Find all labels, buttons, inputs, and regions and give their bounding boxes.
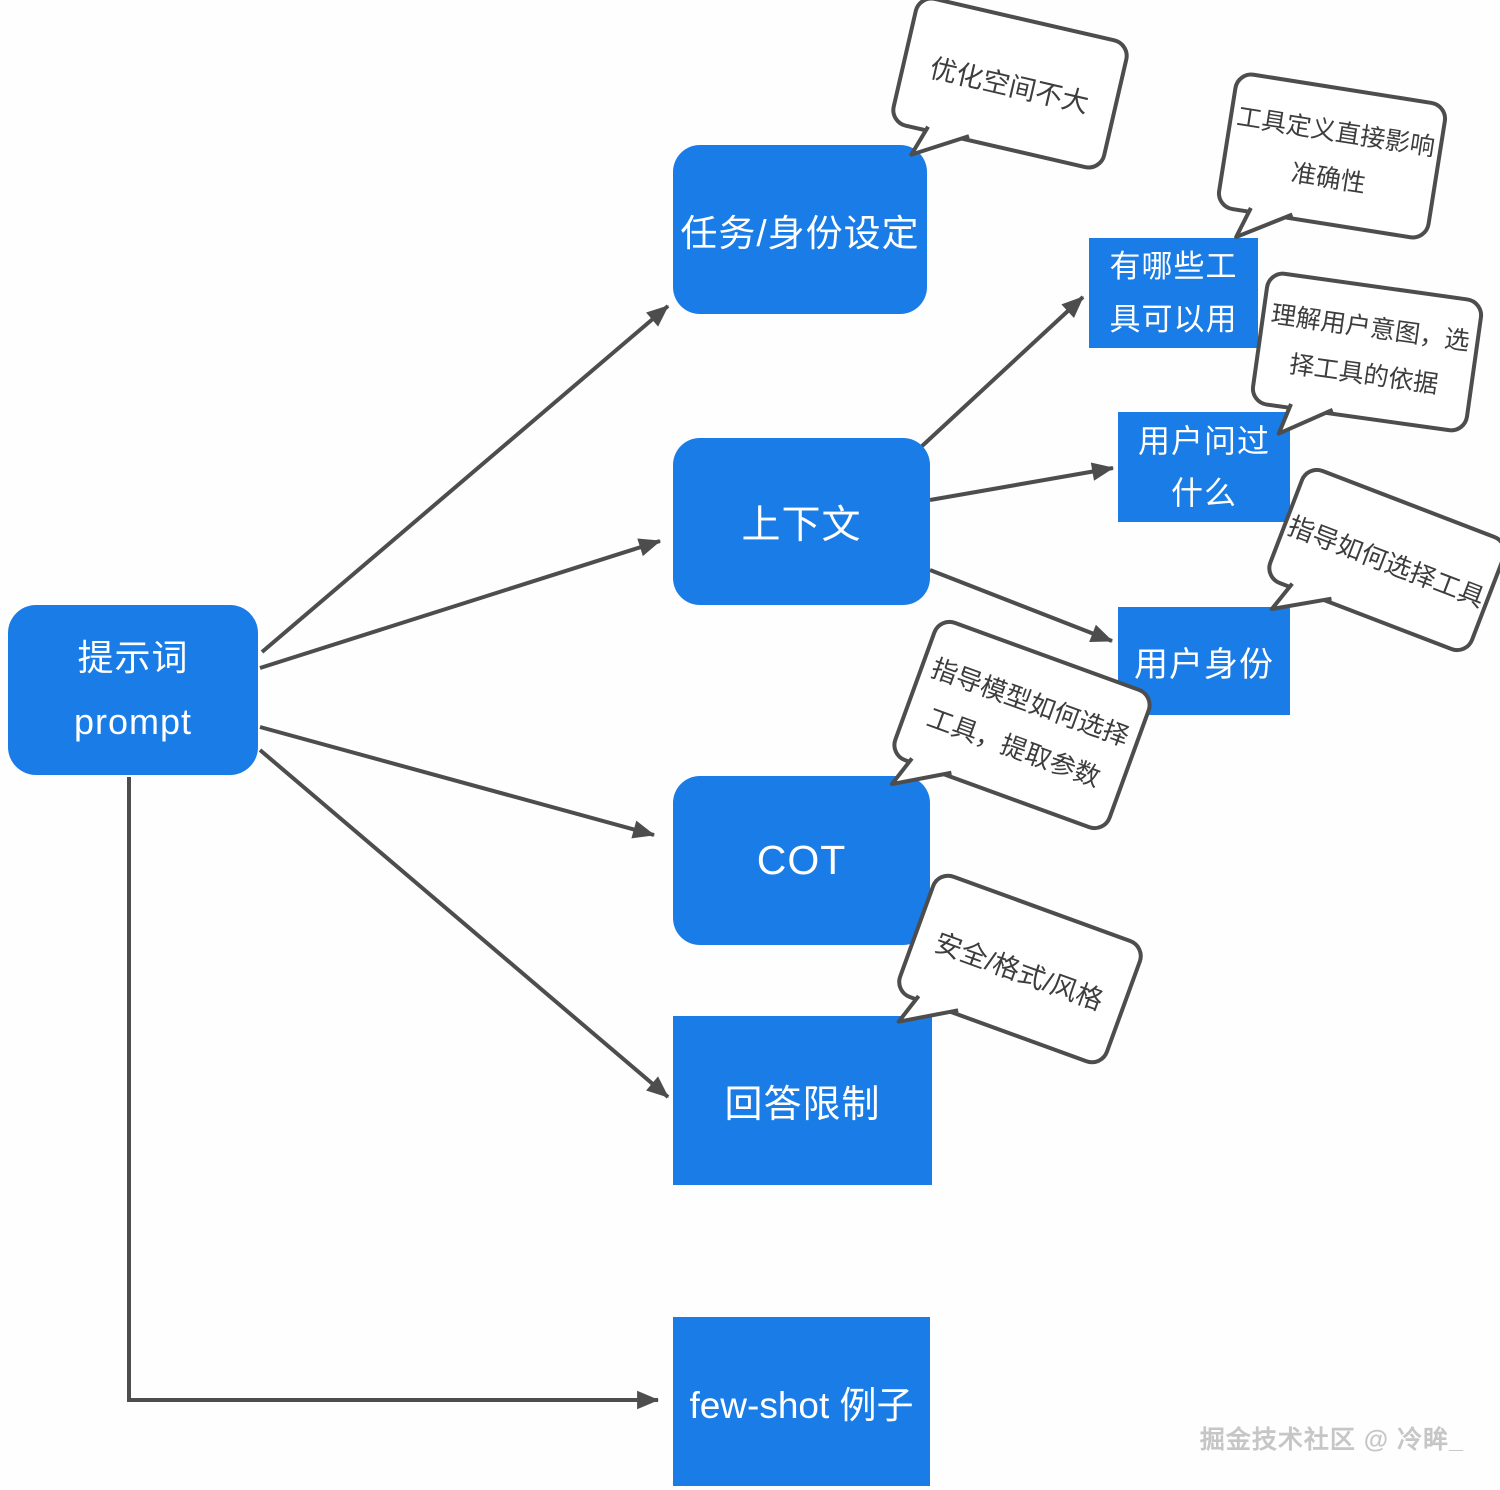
bubble-optimize-space-line1: 优化空间不大 — [927, 52, 1092, 119]
node-context-label: 上下文 — [741, 503, 862, 547]
bubble-tail — [1234, 207, 1294, 240]
edge-root-cot — [259, 725, 656, 839]
bubble-guide-model: 指导模型如何选择 工具，提取参数 — [887, 614, 1157, 836]
node-user-asked: 用户问过 什么 — [1118, 412, 1290, 522]
bubble-tail — [896, 994, 959, 1024]
bubble-safety-format: 安全/格式/风格 — [892, 868, 1148, 1070]
bubble-guide-tool-selection: 指导如何选择工具 — [1262, 462, 1500, 658]
edge-context-asked — [929, 462, 1115, 502]
bubble-safety-format-line1: 安全/格式/风格 — [930, 926, 1108, 1016]
node-task-identity-label: 任务/身份设定 — [680, 212, 920, 254]
bubble-tail — [889, 757, 952, 787]
bubble-tail — [1269, 582, 1332, 611]
node-prompt-root: 提示词 prompt — [8, 605, 258, 775]
edge-root-answer-limit — [258, 748, 670, 1099]
node-context: 上下文 — [673, 438, 930, 605]
node-user-identity-label: 用户身份 — [1134, 645, 1274, 684]
bubble-tail — [909, 125, 970, 157]
edge-root-context — [259, 538, 662, 670]
node-available-tools-line2: 具可以用 — [1109, 302, 1238, 337]
node-available-tools: 有哪些工 具可以用 — [1089, 238, 1258, 348]
node-answer-limit-label: 回答限制 — [724, 1084, 881, 1126]
node-available-tools-line1: 有哪些工 — [1109, 249, 1238, 284]
node-task-identity: 任务/身份设定 — [673, 145, 927, 314]
bubble-understand-intent: 理解用户意图，选 择工具的依据 — [1248, 269, 1486, 436]
edge-context-tools — [919, 295, 1085, 449]
node-prompt-root-line2: prompt — [73, 701, 193, 742]
node-cot: COT — [673, 776, 930, 945]
bubble-tool-definition: 工具定义直接影响 准确性 — [1214, 69, 1450, 243]
edge-context-identity — [929, 568, 1114, 643]
node-user-asked-line2: 什么 — [1170, 475, 1237, 511]
watermark: 掘金技术社区 @ 冷眸_ — [1199, 1426, 1464, 1454]
edge-root-task — [260, 304, 670, 654]
edge-root-few-shot — [127, 777, 660, 1410]
node-cot-label: COT — [756, 837, 847, 883]
node-prompt-root-line1: 提示词 — [77, 637, 189, 678]
node-few-shot: few-shot 例子 — [673, 1317, 930, 1486]
node-user-asked-line1: 用户问过 — [1137, 423, 1270, 459]
bubble-optimize-space: 优化空间不大 — [887, 0, 1133, 174]
node-answer-limit: 回答限制 — [673, 1016, 932, 1185]
bubble-tail — [1276, 403, 1334, 436]
node-few-shot-label: few-shot 例子 — [689, 1384, 914, 1426]
